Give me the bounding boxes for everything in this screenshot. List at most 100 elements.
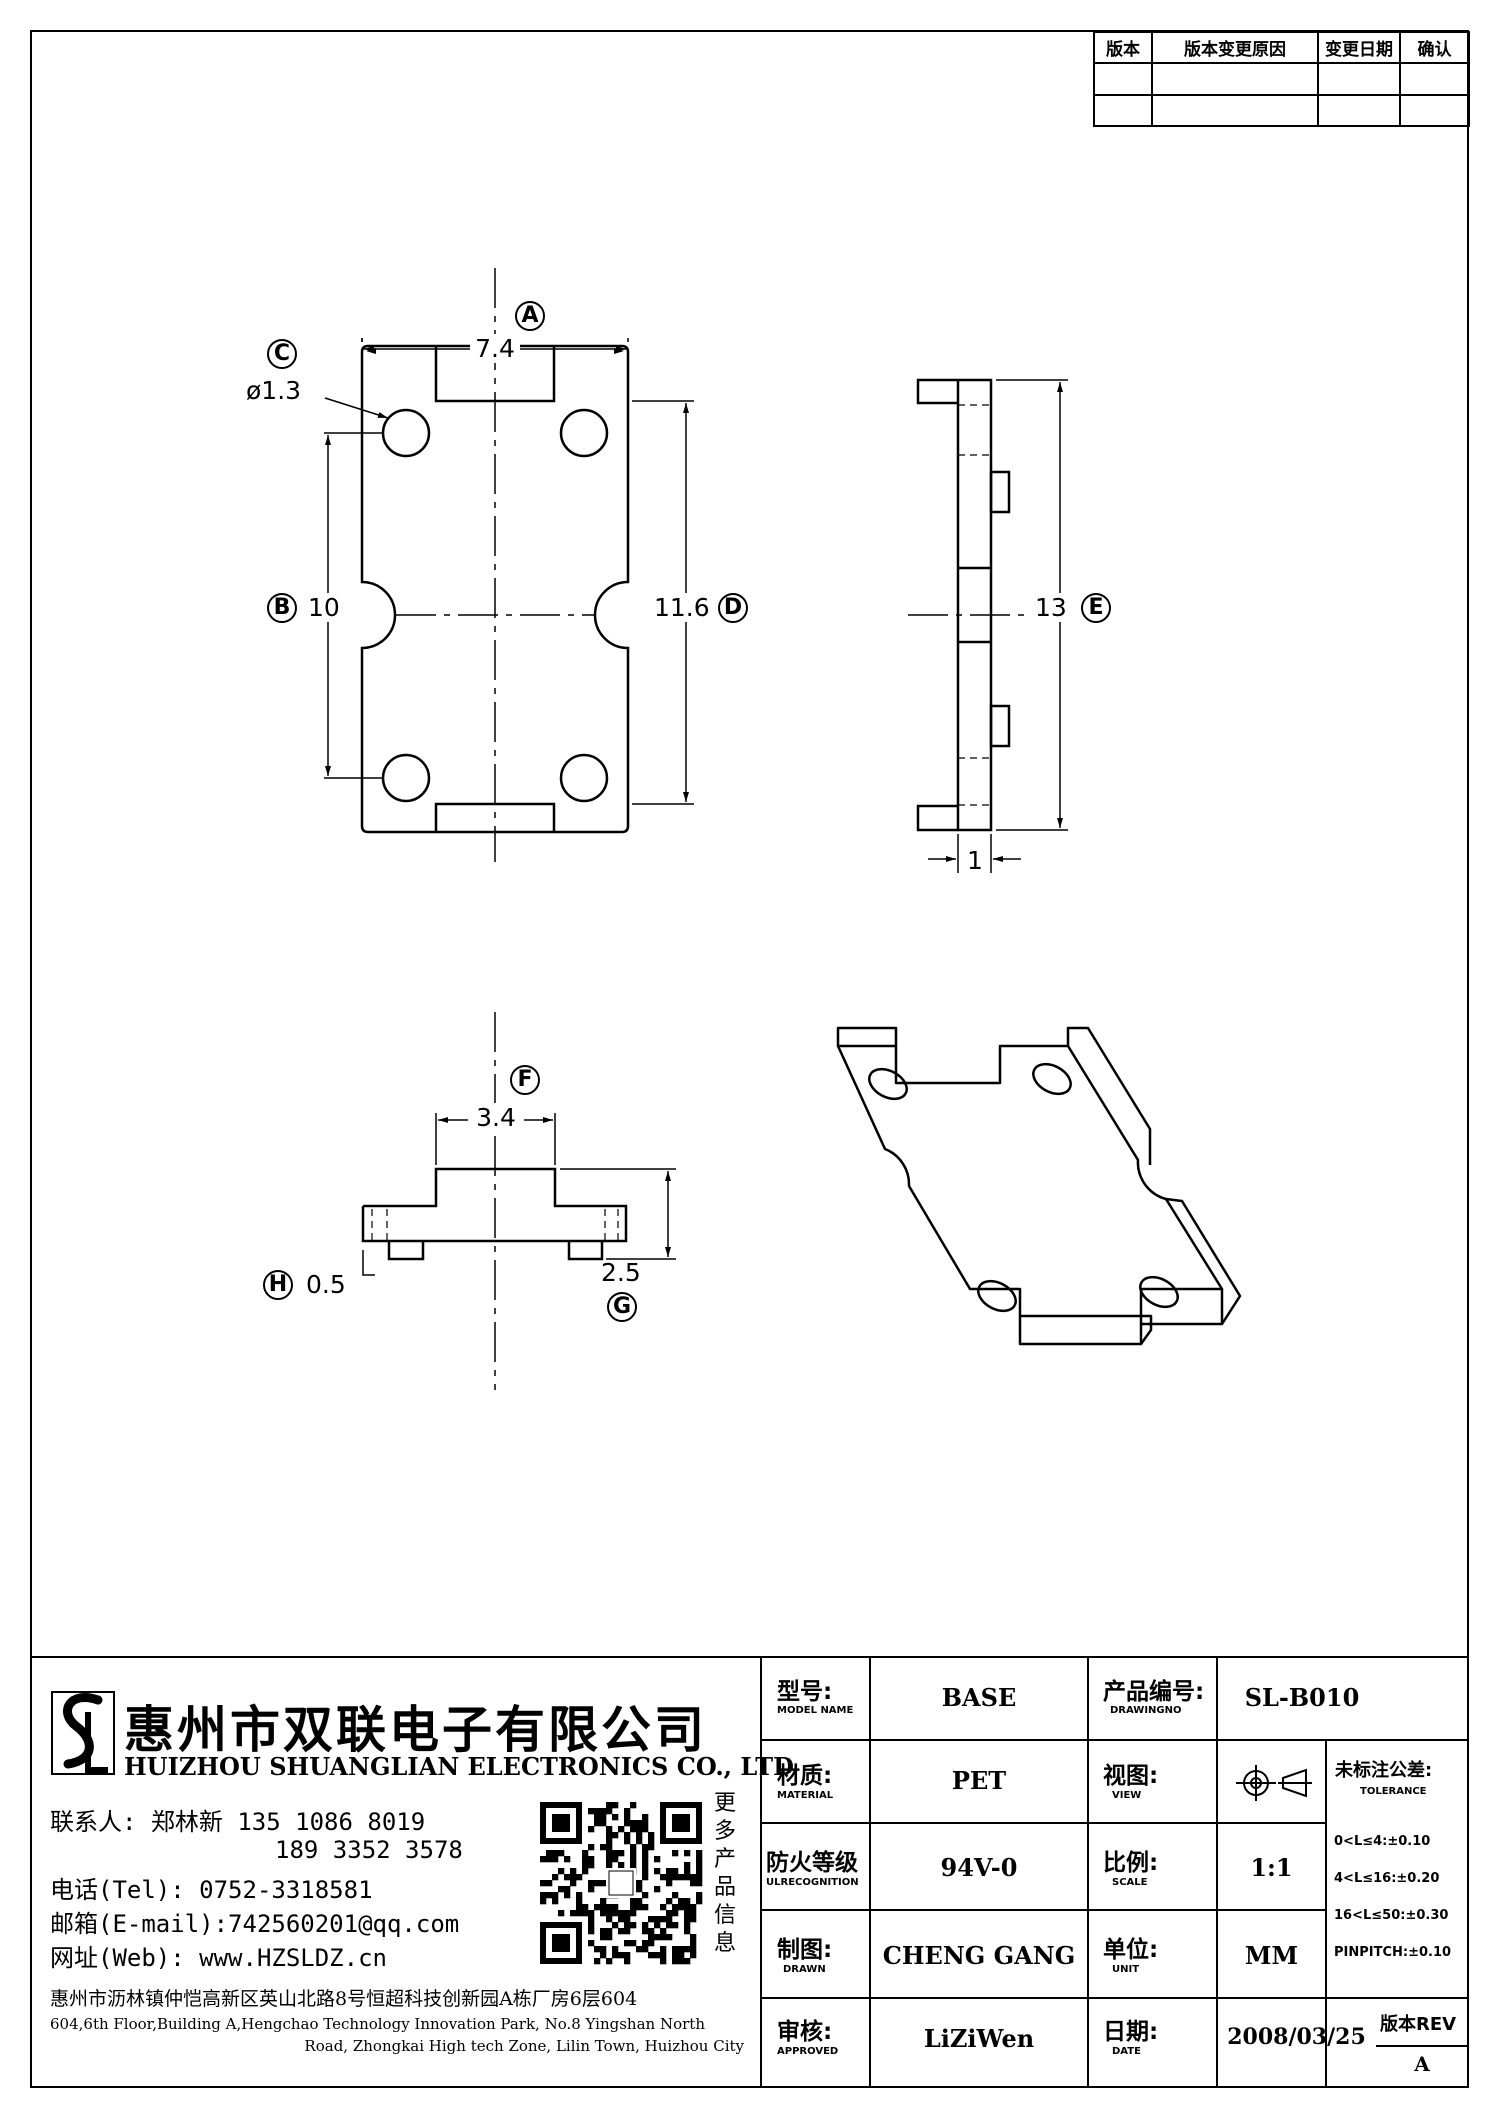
- rev-cell: [1093, 62, 1153, 96]
- rev-header-version: 版本: [1093, 30, 1153, 65]
- date-label: 日期:: [1103, 2019, 1159, 2045]
- rev-cell: [1151, 62, 1319, 96]
- tolerance-line-1: 0<L≤4:±0.10: [1334, 1834, 1431, 1849]
- balloon-h-letter: H: [268, 1272, 288, 1297]
- rev-cell: [1317, 62, 1401, 96]
- rev-header-confirm: 确认: [1399, 30, 1470, 65]
- tolerance-line-3: 16<L≤50:±0.30: [1334, 1908, 1449, 1923]
- unit-value: MM: [1244, 1941, 1299, 1970]
- model-label: 型号:: [777, 1679, 833, 1705]
- drawn-label: 制图:: [777, 1937, 833, 1963]
- front-view: [361, 1167, 628, 1261]
- approved-value: LiZiWen: [923, 2024, 1035, 2053]
- balloon-g-letter: G: [612, 1294, 632, 1319]
- date-value: 2008/03/25: [1227, 2024, 1366, 2050]
- company-name-en: HUIZHOU SHUANGLIAN ELECTRONICS CO., LTD: [124, 1752, 794, 1781]
- rev-label: 版本REV: [1380, 2014, 1457, 2035]
- dim-g-value: 2.5: [601, 1258, 641, 1287]
- dim-a-value: 7.4: [470, 334, 520, 363]
- qr-caption-char: 信: [713, 1903, 736, 1928]
- balloon-e-icon: [1081, 593, 1111, 623]
- balloon-a-icon: [515, 301, 545, 331]
- contact-email: 邮箱(E-mail):742560201@qq.com: [50, 1910, 460, 1938]
- balloon-d-icon: [718, 593, 748, 623]
- qr-caption-char: 品: [713, 1875, 736, 1900]
- scale-sub: SCALE: [1112, 1877, 1148, 1888]
- balloon-a-letter: A: [521, 303, 539, 328]
- view-label: 视图:: [1103, 1763, 1159, 1789]
- pin-hole-bl: [381, 753, 431, 803]
- revision-table: 版本 版本变更原因 变更日期 确认: [1093, 30, 1470, 128]
- title-block-grid: [30, 1656, 1469, 2088]
- dim-h-value: 0.5: [306, 1270, 346, 1299]
- dim-c-value: ø1.3: [246, 376, 302, 405]
- contact-web: 网址(Web): www.HZSLDZ.cn: [50, 1944, 387, 1972]
- drawn-value: CHENG GANG: [882, 1941, 1076, 1970]
- contact-person: 联系人: 郑林新 135 1086 8019: [50, 1808, 426, 1836]
- scale-value: 1:1: [1250, 1853, 1293, 1882]
- company-logo-icon: [51, 1691, 115, 1775]
- balloon-e-letter: E: [1088, 595, 1104, 620]
- iso-view: [836, 1026, 1242, 1346]
- tolerance-line-4: PINPITCH:±0.10: [1334, 1945, 1452, 1960]
- rev-cell: [1317, 93, 1401, 128]
- dim-b-value: 10: [308, 593, 340, 622]
- balloon-c-icon: [267, 339, 297, 369]
- balloon-c-letter: C: [273, 341, 291, 366]
- dim-f-value: 3.4: [468, 1103, 524, 1132]
- contact-mobile-2: 189 3352 3578: [275, 1836, 463, 1864]
- qr-code-icon: [540, 1802, 703, 1965]
- qr-caption-char: 多: [713, 1819, 736, 1844]
- model-sub: MODEL NAME: [777, 1705, 854, 1716]
- drawing-no-value: SL-B010: [1244, 1683, 1360, 1712]
- unit-sub: UNIT: [1112, 1964, 1140, 1975]
- drawn-sub: DRAWN: [783, 1964, 826, 1975]
- address-en-1: 604,6th Floor,Building A,Hengchao Techno…: [50, 2015, 705, 2033]
- fire-rating-label: 防火等级: [766, 1850, 858, 1876]
- tolerance-line-2: 4<L≤16:±0.20: [1334, 1871, 1440, 1886]
- scale-label: 比例:: [1103, 1850, 1159, 1876]
- top-view-centerlines: [396, 268, 594, 862]
- tolerance-label: 未标注公差:: [1335, 1760, 1433, 1781]
- rev-cell: [1093, 93, 1153, 128]
- balloon-d-letter: D: [723, 595, 743, 620]
- side-view: [916, 378, 1011, 832]
- balloon-h-icon: [263, 1270, 293, 1300]
- approved-sub: APPROVED: [777, 2046, 839, 2057]
- balloon-g-icon: [607, 1292, 637, 1322]
- date-sub: DATE: [1112, 2046, 1141, 2057]
- rev-cell: [1151, 93, 1319, 128]
- front-view-hidden: [371, 1209, 619, 1241]
- balloon-f-letter: F: [517, 1067, 533, 1092]
- rev-cell: [1399, 93, 1470, 128]
- material-label: 材质:: [777, 1763, 833, 1789]
- projection-symbol-icon: [1236, 1765, 1312, 1801]
- approved-label: 审核:: [777, 2019, 833, 2045]
- rev-header-reason: 版本变更原因: [1151, 30, 1319, 65]
- view-sub: VIEW: [1112, 1790, 1142, 1801]
- address-en-2: Road, Zhongkai High tech Zone, Lilin Tow…: [304, 2037, 744, 2055]
- dim-side-thickness: 1: [967, 846, 983, 875]
- rev-header-date: 变更日期: [1317, 30, 1401, 65]
- drawing-no-label: 产品编号:: [1103, 1679, 1205, 1705]
- qr-caption-char: 息: [713, 1931, 736, 1956]
- fire-rating-value: 94V-0: [940, 1853, 1018, 1882]
- tolerance-sub: TOLERANCE: [1360, 1786, 1427, 1797]
- pin-hole-tl: [381, 408, 431, 458]
- dim-e-value: 13: [1035, 593, 1067, 622]
- dim-d-value: 11.6: [654, 593, 710, 622]
- model-value: BASE: [941, 1683, 1017, 1712]
- unit-label: 单位:: [1103, 1937, 1159, 1963]
- material-value: PET: [951, 1766, 1007, 1795]
- side-view-dimensions: [908, 379, 1068, 873]
- qr-caption-char: 产: [713, 1847, 736, 1872]
- balloon-b-letter: B: [273, 595, 291, 620]
- contact-tel: 电话(Tel): 0752-3318581: [50, 1876, 373, 1904]
- company-name-cn: 惠州市双联电子有限公司: [124, 1700, 707, 1759]
- pin-hole-tr: [559, 408, 609, 458]
- top-view-dimensions: [324, 338, 694, 805]
- material-sub: MATERIAL: [777, 1790, 834, 1801]
- pin-hole-br: [559, 753, 609, 803]
